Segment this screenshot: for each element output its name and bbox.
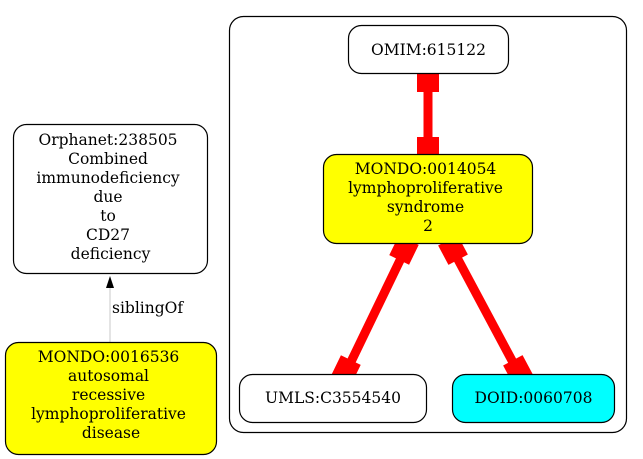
- node-mondo-0016536-line: MONDO:0016536: [38, 348, 180, 366]
- node-mondo-0016536[interactable]: MONDO:0016536 autosomal recessive lympho…: [4, 341, 218, 456]
- node-omim-615122-line: OMIM:615122: [371, 41, 486, 59]
- sibling-edge-arrowhead: [106, 276, 114, 288]
- node-doid-0060708-label: DOID:0060708: [475, 389, 593, 407]
- edge-mondo14054-umls: [331, 235, 419, 385]
- node-doid-0060708-line: DOID:0060708: [475, 389, 593, 407]
- node-umls-c3554540[interactable]: UMLS:C3554540: [238, 373, 428, 424]
- node-mondo-0014054-line: MONDO:0014054: [355, 160, 497, 178]
- node-omim-615122-box: [347, 24, 510, 75]
- edge-omim-mondo14054: [417, 70, 439, 159]
- node-mondo-0016536-line: autosomal: [68, 367, 149, 385]
- node-mondo-0014054[interactable]: MONDO:0014054 lymphoproliferative syndro…: [322, 153, 534, 245]
- cluster-box: [228, 15, 628, 434]
- node-mondo-0016536-line: lymphoproliferative: [31, 405, 186, 423]
- node-orphanet-238505-line: to: [100, 207, 116, 225]
- node-mondo-0016536-label: MONDO:0016536 autosomal recessive lympho…: [31, 348, 191, 442]
- node-orphanet-238505-line: CD27: [86, 226, 130, 244]
- node-orphanet-238505-line: Combined: [68, 150, 148, 168]
- node-omim-615122-label: OMIM:615122: [371, 41, 486, 59]
- node-mondo-0014054-line: lymphoproliferative: [348, 179, 503, 197]
- node-orphanet-238505-box: [12, 123, 209, 275]
- node-orphanet-238505-label: Orphanet:238505 Combined immunodeficienc…: [36, 131, 184, 263]
- node-omim-615122[interactable]: OMIM:615122: [347, 24, 510, 75]
- node-umls-c3554540-label: UMLS:C3554540: [265, 389, 401, 407]
- node-doid-0060708[interactable]: DOID:0060708: [451, 373, 616, 424]
- edge-mondo14054-doid: [438, 235, 533, 385]
- node-mondo-0014054-box: [322, 153, 534, 245]
- node-orphanet-238505-line: immunodeficiency: [36, 169, 180, 187]
- node-mondo-0016536-box: [4, 341, 218, 456]
- node-orphanet-238505-line: due: [93, 188, 122, 206]
- node-mondo-0014054-line: 2: [423, 217, 433, 235]
- edge-omim-mondo14054-head-bottom: [417, 137, 439, 159]
- sibling-edge: siblingOf: [106, 276, 184, 342]
- node-doid-0060708-box: [451, 373, 616, 424]
- node-orphanet-238505-line: deficiency: [71, 245, 151, 263]
- node-orphanet-238505[interactable]: Orphanet:238505 Combined immunodeficienc…: [12, 123, 209, 275]
- node-orphanet-238505-line: Orphanet:238505: [39, 131, 178, 149]
- node-mondo-0016536-line: recessive: [72, 386, 145, 404]
- node-umls-c3554540-box: [238, 373, 428, 424]
- node-mondo-0016536-line: disease: [82, 424, 140, 442]
- node-mondo-0014054-line: syndrome: [387, 198, 464, 216]
- node-mondo-0014054-label: MONDO:0014054 lymphoproliferative syndro…: [348, 160, 508, 235]
- sibling-edge-label: siblingOf: [112, 299, 184, 317]
- edge-omim-mondo14054-head-top: [417, 70, 439, 92]
- node-umls-c3554540-line: UMLS:C3554540: [265, 389, 401, 407]
- edge-mondo14054-doid-line: [450, 249, 520, 371]
- edge-mondo14054-umls-line: [343, 250, 409, 370]
